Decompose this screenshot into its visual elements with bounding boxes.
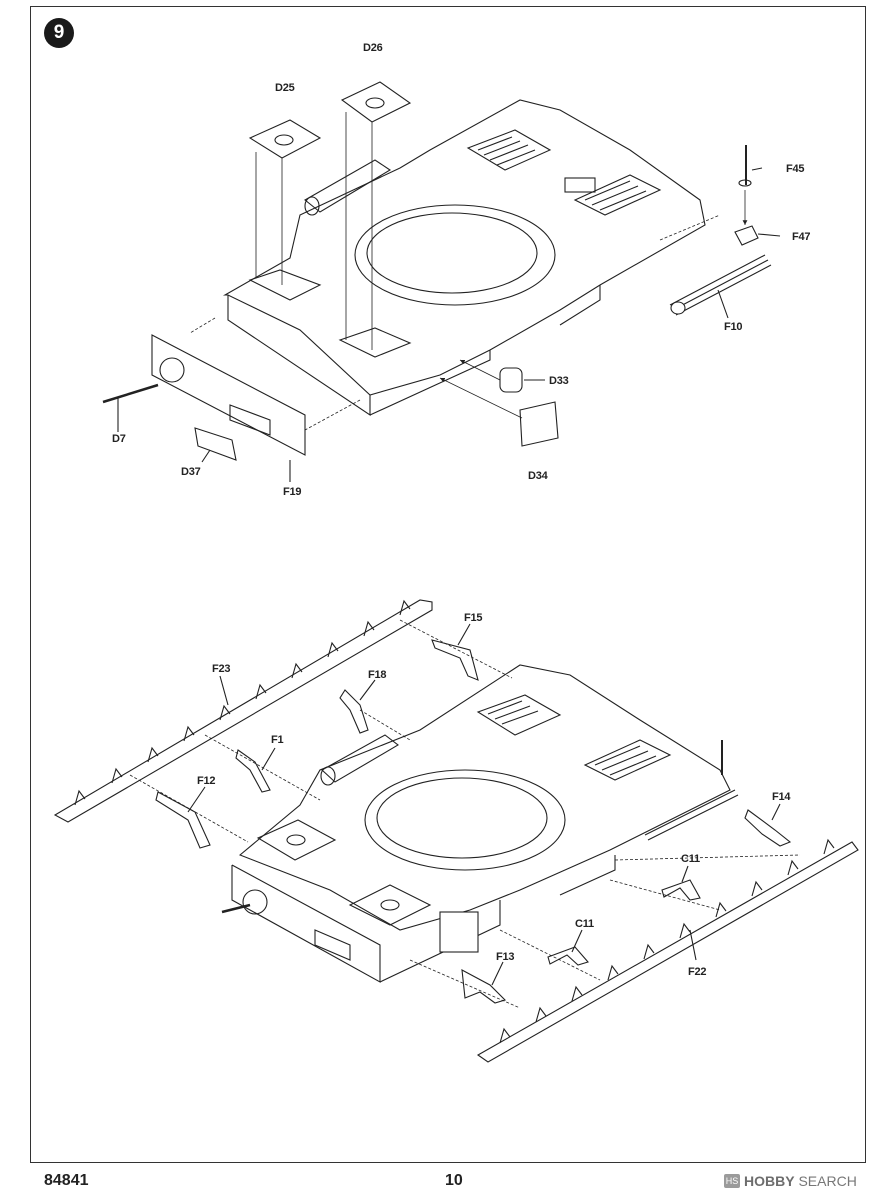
watermark-brand: HOBBY [744, 1173, 795, 1189]
lower-part-labels: F15 F23 F18 F1 F12 F14 C11 C11 F13 F22 [197, 612, 792, 978]
label-f10: F10 [724, 321, 742, 333]
label-d33: D33 [549, 375, 569, 387]
page-frame [30, 6, 866, 1163]
label-f14: F14 [772, 791, 791, 803]
watermark-word: SEARCH [798, 1173, 857, 1189]
label-f47: F47 [792, 231, 810, 243]
upper-hull-assembly [102, 81, 781, 482]
label-d7: D7 [112, 433, 126, 445]
upper-part-labels: D26 D25 F45 F47 F10 D33 D7 D34 D37 F19 [112, 42, 811, 498]
label-d37: D37 [181, 466, 201, 478]
label-f15: F15 [464, 612, 482, 624]
label-f23: F23 [212, 663, 230, 675]
label-d26: D26 [363, 42, 383, 54]
lower-hull-assembly [53, 599, 859, 1063]
kit-number: 84841 [44, 1172, 89, 1189]
label-f19: F19 [283, 486, 301, 498]
label-f18: F18 [368, 669, 386, 681]
watermark-logo-icon: HS [724, 1174, 740, 1188]
watermark: HS HOBBY SEARCH [724, 1173, 857, 1189]
label-c11-lower: C11 [575, 918, 594, 930]
label-d25: D25 [275, 82, 295, 94]
label-c11-upper: C11 [681, 853, 700, 865]
label-f13: F13 [496, 951, 514, 963]
label-f22: F22 [688, 966, 706, 978]
step-number: 9 [53, 22, 65, 43]
step-number-badge: 9 [44, 18, 74, 48]
label-f45: F45 [786, 163, 804, 175]
label-d34: D34 [528, 470, 549, 482]
page-number: 10 [445, 1172, 463, 1189]
label-f1: F1 [271, 734, 284, 746]
watermark-text: HOBBY SEARCH [744, 1173, 857, 1189]
label-f12: F12 [197, 775, 215, 787]
